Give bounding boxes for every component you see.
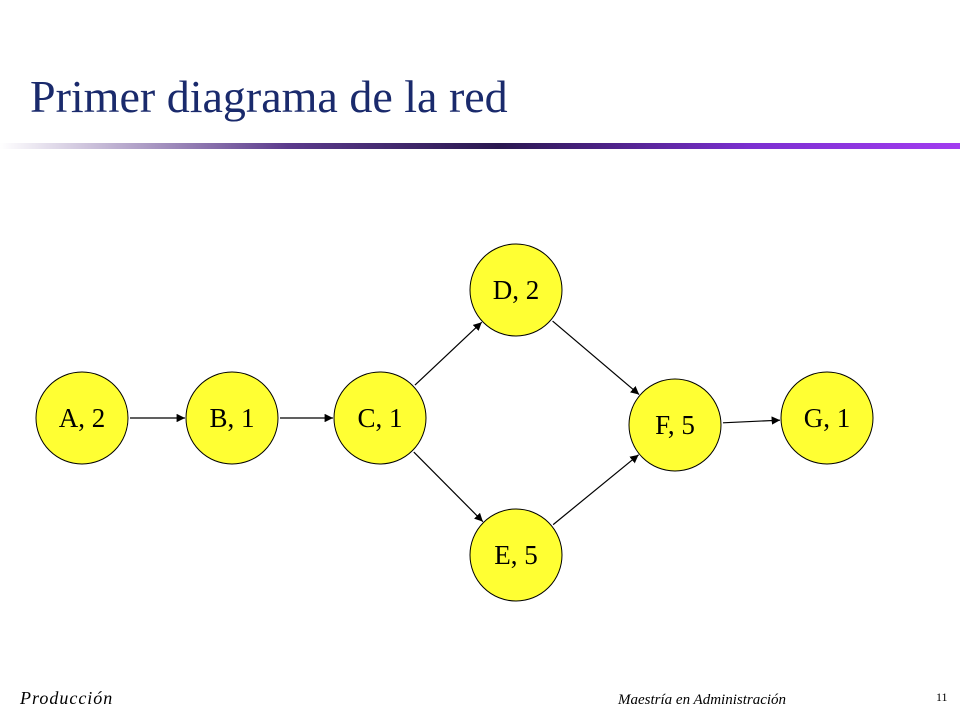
node-circle bbox=[333, 371, 427, 465]
node-label: C, 1 bbox=[357, 403, 402, 433]
node-label: E, 5 bbox=[494, 540, 538, 570]
node-circle bbox=[185, 371, 279, 465]
node-label: D, 2 bbox=[493, 275, 540, 305]
node-circle bbox=[35, 371, 129, 465]
node-b: B, 1 bbox=[185, 371, 279, 465]
node-g: G, 1 bbox=[780, 371, 874, 465]
edge-c-d bbox=[414, 321, 483, 386]
node-label: A, 2 bbox=[59, 403, 106, 433]
node-e: E, 5 bbox=[469, 508, 563, 602]
node-circle bbox=[780, 371, 874, 465]
edge-e-f bbox=[552, 454, 639, 526]
node-circle bbox=[628, 378, 722, 472]
node-label: B, 1 bbox=[209, 403, 254, 433]
node-label: G, 1 bbox=[804, 403, 851, 433]
node-label: F, 5 bbox=[655, 410, 695, 440]
node-d: D, 2 bbox=[469, 243, 563, 337]
node-c: C, 1 bbox=[333, 371, 427, 465]
page-number: 11 bbox=[936, 690, 948, 704]
nodes-layer: A, 2 B, 1 C, 1 D, 2 E, 5 F, 5 G, 1 bbox=[35, 243, 874, 602]
footer-program: Maestría en Administración bbox=[618, 692, 787, 708]
edge-d-f bbox=[552, 320, 640, 396]
edge-c-e bbox=[413, 451, 484, 523]
node-circle bbox=[469, 508, 563, 602]
slide-title: Primer diagrama de la red bbox=[30, 71, 508, 122]
edge-f-g bbox=[722, 416, 781, 425]
edges-layer bbox=[130, 320, 781, 526]
footer-course: Producción bbox=[20, 688, 114, 708]
node-a: A, 2 bbox=[35, 371, 129, 465]
title-divider bbox=[0, 143, 960, 149]
node-circle bbox=[469, 243, 563, 337]
node-f: F, 5 bbox=[628, 378, 722, 472]
